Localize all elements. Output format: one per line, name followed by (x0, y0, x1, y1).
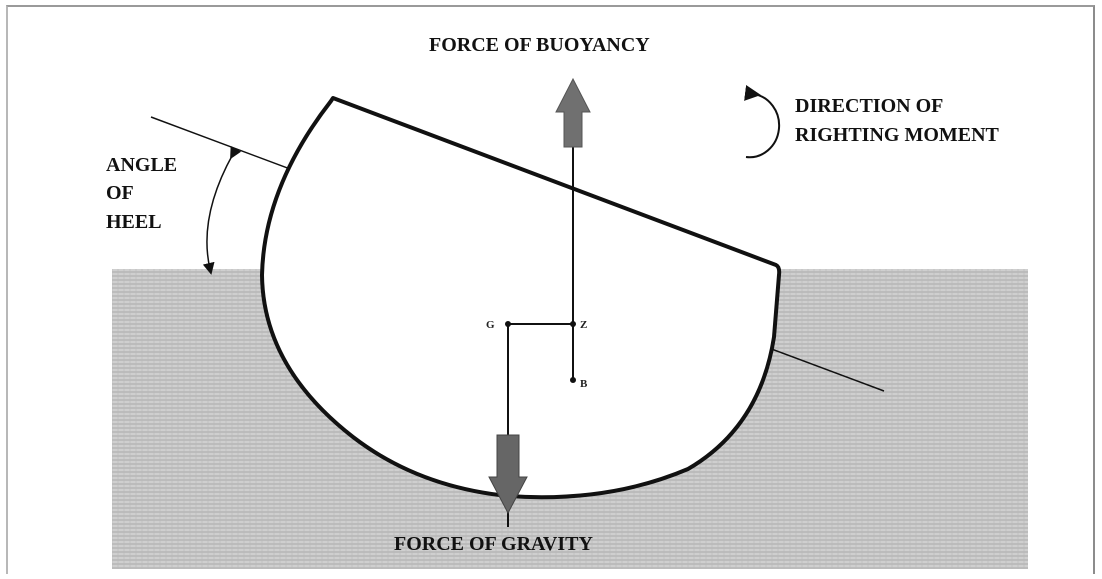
gravity-label: FORCE OF GRAVITY (394, 533, 593, 555)
point-g-dot (505, 321, 511, 327)
heel-angle-arc (202, 145, 242, 275)
moment-label-line2: RIGHTING MOMENT (795, 124, 999, 146)
righting-moment-arrow (744, 85, 781, 159)
point-z-label: Z (580, 319, 587, 331)
point-g-label: G (486, 319, 495, 331)
moment-label-line1: DIRECTION OF (795, 95, 944, 117)
buoyancy-label: FORCE OF BUOYANCY (429, 34, 650, 56)
buoyancy-arrow (555, 77, 591, 148)
heel-diagram: G Z B (112, 77, 1028, 569)
angle-label-line2: OF (106, 182, 134, 204)
hull-outline (260, 96, 782, 500)
angle-label-line3: HEEL (106, 211, 162, 233)
diagram-frame: G Z B FORCE OF BUOYANCY FORCE OF GRAVITY… (6, 5, 1095, 574)
point-z-dot (570, 321, 576, 327)
angle-label-line1: ANGLE (106, 154, 178, 176)
point-b-dot (570, 377, 576, 383)
gravity-arrow (488, 434, 528, 515)
point-b-label: B (580, 378, 588, 390)
